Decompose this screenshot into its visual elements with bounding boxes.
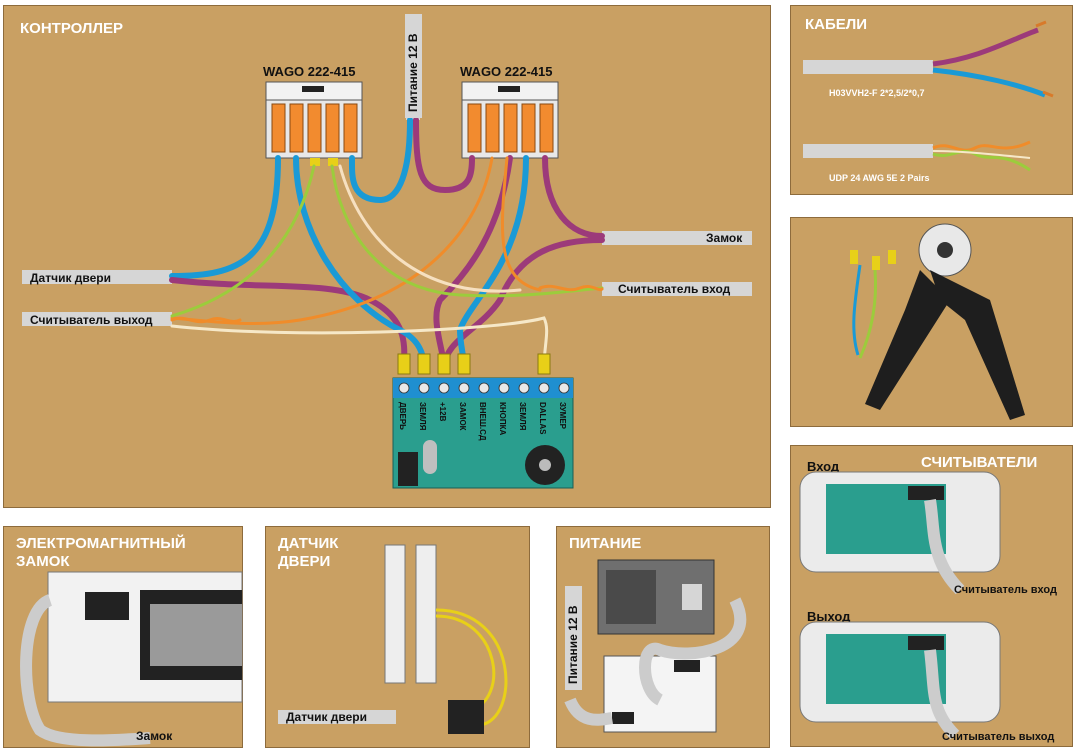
maglock-title-line1: ЭЛЕКТРОМАГНИТНЫЙ [16, 535, 186, 552]
cables-title: КАБЕЛИ [805, 16, 868, 33]
controller-board [392, 353, 574, 489]
power-title: ПИТАНИЕ [569, 535, 642, 552]
maglock-label: Замок [136, 729, 173, 743]
reader-in-label: Считыватель вход [954, 584, 1057, 596]
wago-right-label: WAGO 222-415 [460, 64, 553, 79]
readers-title: СЧИТЫВАТЕЛИ [921, 454, 1038, 471]
reader-in-title: Вход [807, 459, 840, 474]
terminal-label: ЗЕМЛЯ [518, 402, 527, 431]
controller-panel: КОНТРОЛЛЕР [3, 5, 771, 508]
terminal-label: +12В [438, 402, 447, 422]
cable2-label: UDP 24 AWG 5E 2 Pairs [829, 173, 930, 183]
reader-out-label: Считыватель выход [942, 731, 1055, 743]
door-sensor-label: Датчик двери [286, 710, 367, 724]
power-supply-label: Питание 12 В [565, 586, 582, 690]
cable1-label: H03VVH2-F 2*2,5/2*0,7 [829, 88, 925, 98]
controller-reader-in-label: Считыватель вход [618, 282, 731, 296]
terminal-label: DALLAS [538, 402, 547, 435]
maglock-title-line2: ЗАМОК [16, 553, 70, 570]
terminal-label: ЗЕМЛЯ [418, 402, 427, 431]
terminal-label: ЗАМОК [458, 402, 467, 431]
terminal-label: ДВЕРЬ [398, 402, 407, 430]
controller-door-sensor-label: Датчик двери [30, 271, 111, 285]
controller-title: КОНТРОЛЛЕР [20, 20, 123, 37]
terminal-label: КНОПКА [498, 402, 507, 436]
door-title-line1: ДАТЧИК [278, 535, 339, 552]
terminal-label: ВНЕШ.СД [478, 402, 487, 441]
controller-reader-out-label: Считыватель выход [30, 313, 153, 327]
wago-left-label: WAGO 222-415 [263, 64, 356, 79]
controller-lock-label: Замок [706, 231, 743, 245]
reader-out-title: Выход [807, 609, 851, 624]
wago-right-connector [461, 81, 559, 159]
terminal-label: ЗУМЕР [558, 402, 567, 430]
door-title-line2: ДВЕРИ [278, 553, 331, 570]
wago-left-connector [265, 81, 363, 159]
